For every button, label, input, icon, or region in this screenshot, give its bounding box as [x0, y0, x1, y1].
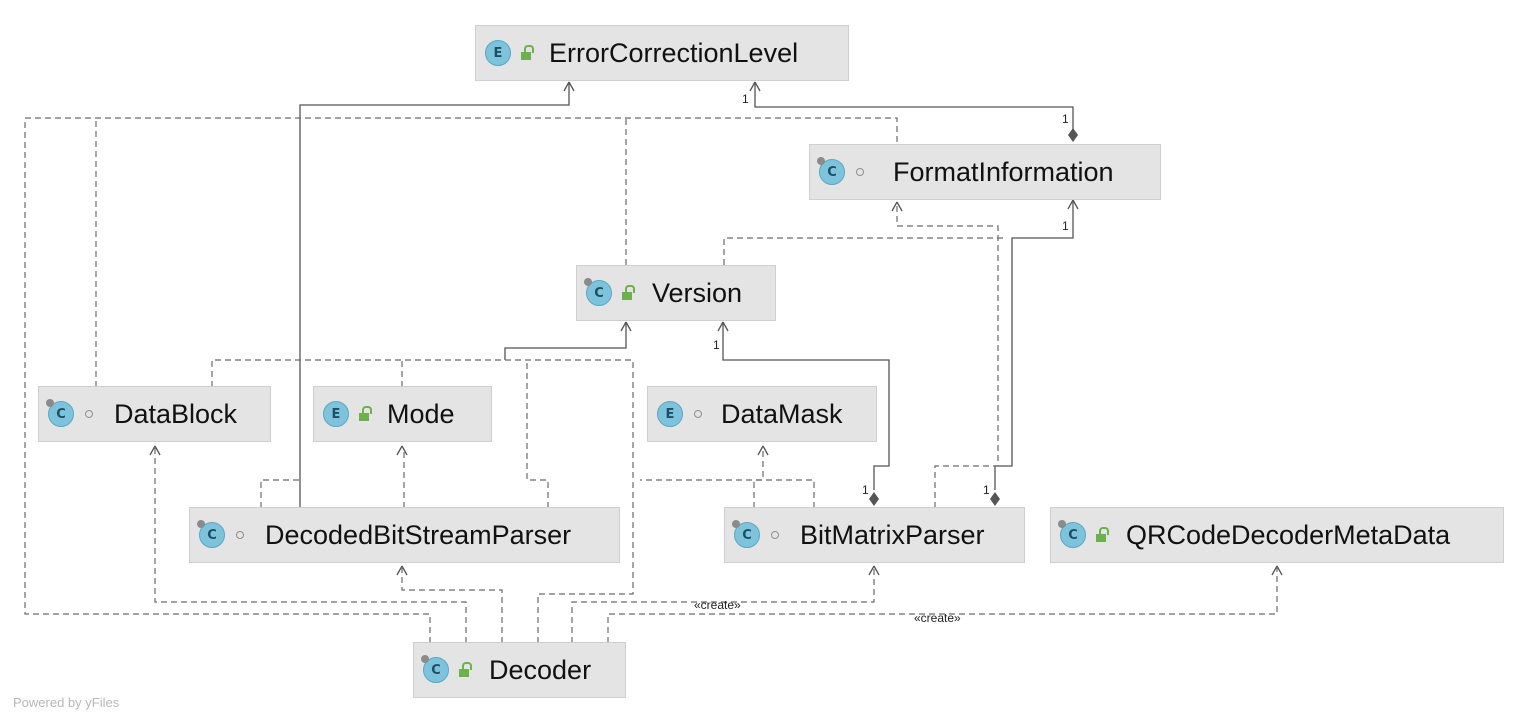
- class-node-decoder[interactable]: C Decoder: [413, 642, 626, 698]
- class-name: DataBlock: [114, 398, 238, 429]
- enum-icon: E: [485, 40, 511, 66]
- public-lock-icon: [357, 405, 372, 421]
- edge-bmp-to-format: [990, 199, 1079, 506]
- enum-icon: E: [323, 401, 349, 427]
- class-node-bit-matrix-parser[interactable]: C BitMatrixParser: [724, 507, 1025, 563]
- multiplicity-format-ecl-source: 1: [1062, 112, 1069, 126]
- class-node-qrcode-decoder-meta-data[interactable]: C QRCodeDecoderMetaData: [1050, 507, 1504, 563]
- dependency-edges: [24, 117, 1278, 643]
- package-private-icon: [691, 407, 705, 421]
- class-icon: C: [817, 157, 845, 185]
- public-lock-icon: [519, 44, 534, 60]
- dependency-arrowheads: [149, 201, 1283, 576]
- class-name: FormatInformation: [893, 156, 1114, 187]
- class-node-mode[interactable]: E Mode: [313, 386, 492, 442]
- class-icon: C: [732, 520, 760, 548]
- class-node-version[interactable]: C Version: [576, 265, 776, 321]
- class-node-data-block[interactable]: C DataBlock: [38, 386, 271, 442]
- class-name: Version: [652, 277, 743, 308]
- class-name: Decoder: [489, 654, 592, 685]
- edge-dbsp-to-version-solid: [504, 321, 632, 360]
- package-private-icon: [82, 407, 96, 421]
- class-icon: C: [1058, 520, 1086, 548]
- class-node-error-correction-level[interactable]: E ErrorCorrectionLevel: [475, 25, 849, 81]
- stereotype-create-metadata: «create»: [914, 611, 961, 625]
- class-icon: C: [584, 278, 612, 306]
- multiplicity-bmp-version-target: 1: [713, 338, 720, 352]
- class-node-format-information[interactable]: C FormatInformation: [809, 144, 1161, 200]
- class-name: DecodedBitStreamParser: [265, 519, 572, 550]
- edge-format-to-ecl: [749, 81, 1078, 142]
- powered-by-footer: Powered by yFiles: [13, 695, 120, 710]
- class-name: ErrorCorrectionLevel: [549, 37, 799, 68]
- class-name: Mode: [387, 398, 455, 429]
- class-icon: C: [421, 655, 449, 683]
- public-lock-icon: [1094, 526, 1109, 542]
- class-icon: C: [197, 520, 225, 548]
- class-name: DataMask: [721, 398, 843, 429]
- edge-dbsp-to-ecl-solid: [299, 81, 575, 508]
- public-lock-icon: [620, 284, 635, 300]
- class-icon: C: [46, 399, 74, 427]
- class-node-decoded-bit-stream-parser[interactable]: C DecodedBitStreamParser: [189, 507, 620, 563]
- multiplicity-bmp-format-source: 1: [983, 483, 990, 497]
- public-lock-icon: [457, 661, 472, 677]
- package-private-icon: [853, 165, 867, 179]
- class-node-data-mask[interactable]: E DataMask: [647, 386, 877, 442]
- package-private-icon: [233, 528, 247, 542]
- class-name: BitMatrixParser: [800, 519, 985, 550]
- enum-icon: E: [657, 401, 683, 427]
- class-name: QRCodeDecoderMetaData: [1126, 519, 1451, 550]
- package-private-icon: [768, 528, 782, 542]
- multiplicity-format-ecl-target: 1: [742, 92, 749, 106]
- edge-bmp-to-version: [717, 321, 890, 506]
- multiplicity-bmp-format-target: 1: [1062, 219, 1069, 233]
- multiplicity-bmp-version-source: 1: [862, 483, 869, 497]
- stereotype-create-bmp: «create»: [694, 598, 741, 612]
